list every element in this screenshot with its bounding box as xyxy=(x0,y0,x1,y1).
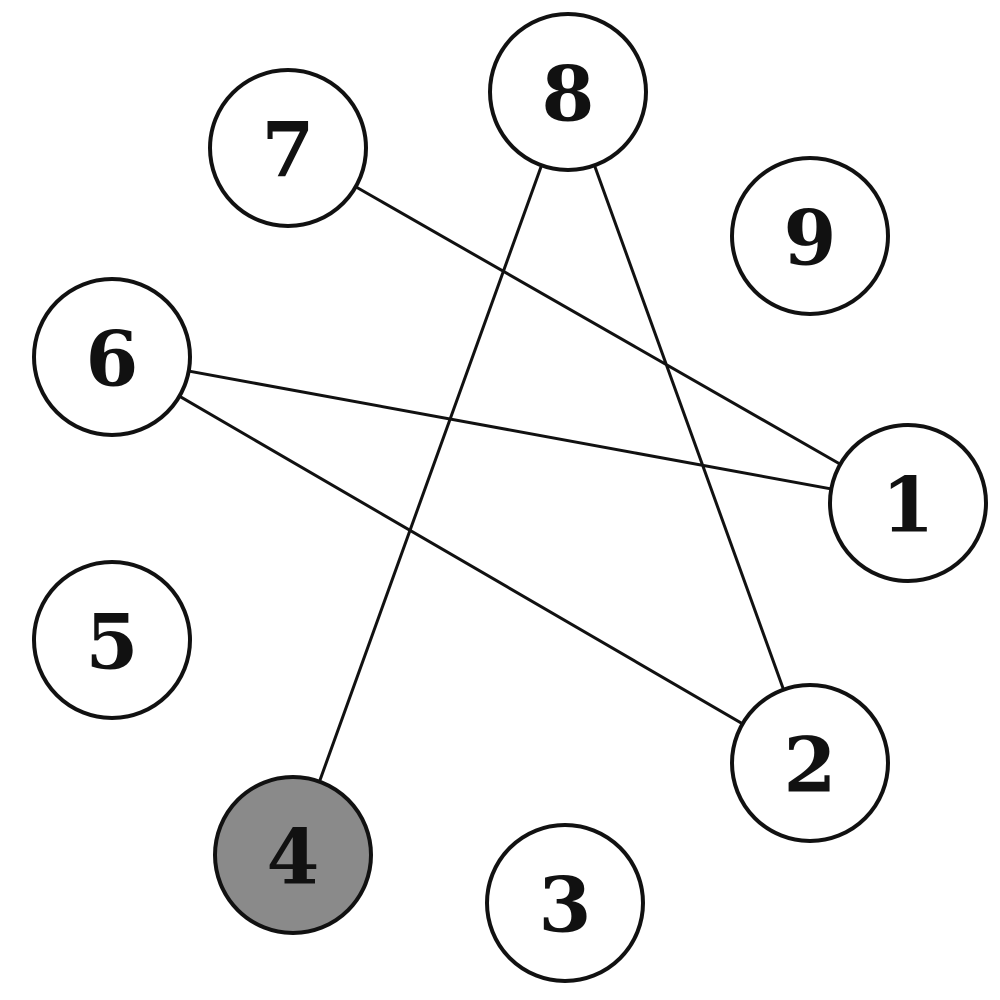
node-label-4: 4 xyxy=(267,813,320,902)
node-1: 1 xyxy=(828,423,988,583)
node-3: 3 xyxy=(485,823,645,983)
node-2: 2 xyxy=(730,683,890,843)
node-circle-2 xyxy=(730,683,890,843)
edges-layer xyxy=(178,164,842,783)
node-circle-5 xyxy=(32,560,192,720)
node-label-9: 9 xyxy=(784,194,837,283)
node-circle-1 xyxy=(828,423,988,583)
edge-6-2 xyxy=(178,394,744,726)
node-8: 8 xyxy=(488,12,648,172)
node-circle-3 xyxy=(485,823,645,983)
node-6: 6 xyxy=(32,277,192,437)
node-circle-7 xyxy=(208,68,368,228)
node-label-1: 1 xyxy=(882,461,935,550)
node-label-2: 2 xyxy=(784,721,837,810)
node-7: 7 xyxy=(208,68,368,228)
edge-6-1 xyxy=(188,369,832,491)
nodes-layer: 1 2 3 4 5 6 7 8 9 xyxy=(32,12,988,983)
node-label-8: 8 xyxy=(542,50,595,139)
edge-8-2 xyxy=(593,164,785,691)
node-label-5: 5 xyxy=(86,598,139,687)
node-circle-6 xyxy=(32,277,192,437)
node-circle-9 xyxy=(730,156,890,316)
edge-7-1 xyxy=(354,185,842,466)
node-circle-4 xyxy=(213,775,373,935)
node-label-7: 7 xyxy=(262,106,315,195)
edge-8-4 xyxy=(318,164,543,783)
node-5: 5 xyxy=(32,560,192,720)
node-circle-8 xyxy=(488,12,648,172)
node-9: 9 xyxy=(730,156,890,316)
node-label-3: 3 xyxy=(539,861,592,950)
node-label-6: 6 xyxy=(86,315,139,404)
node-4: 4 xyxy=(213,775,373,935)
